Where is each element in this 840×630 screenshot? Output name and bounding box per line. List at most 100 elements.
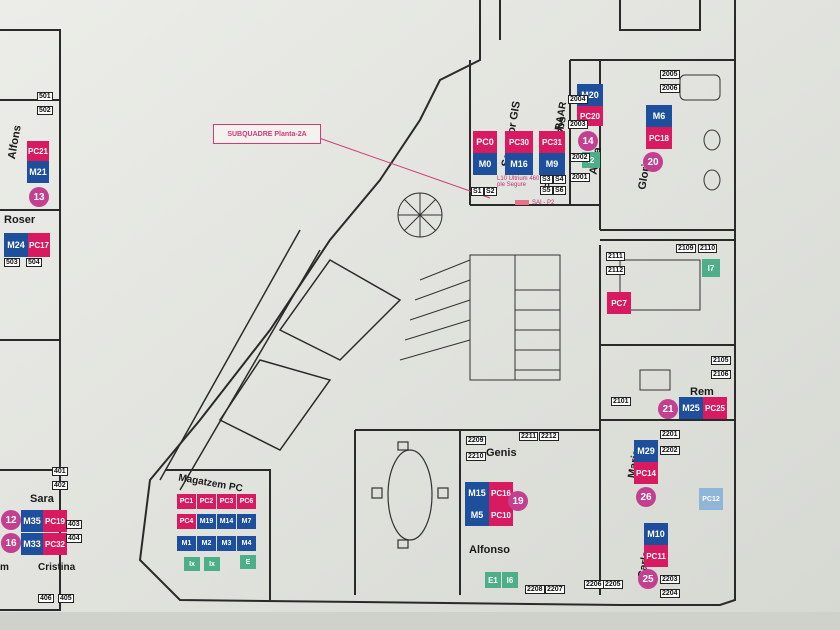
- meeting-table: [371, 441, 449, 549]
- m-tag: M3: [217, 536, 236, 551]
- pc-tag: PC17: [28, 233, 50, 257]
- room-number: 2204: [660, 589, 680, 598]
- m-tag: M19: [197, 514, 216, 529]
- switch-label: S1: [471, 187, 484, 196]
- pc-tag: PC21: [27, 141, 49, 161]
- room-number: 2105: [711, 356, 731, 365]
- switch-label: S5: [540, 186, 553, 195]
- m-tag: M14: [217, 514, 236, 529]
- m-tag: M2: [197, 536, 216, 551]
- room-number: 2211: [519, 432, 539, 441]
- person-label: Roser: [4, 214, 36, 226]
- m-tag: M0: [473, 153, 497, 175]
- room-number: 2101: [611, 397, 631, 406]
- room-number: 2109: [676, 244, 696, 253]
- m-tag: M35: [21, 510, 43, 532]
- pc-tag: PC30: [505, 131, 533, 153]
- m-tag: M1: [177, 536, 196, 551]
- room-number: 503: [4, 258, 20, 267]
- room-number: 2206: [584, 580, 604, 589]
- room-number: 2003: [568, 120, 588, 129]
- pc-tag: PC31: [539, 131, 565, 153]
- room-number: 2112: [606, 266, 626, 275]
- person-label: Alfonso: [469, 544, 510, 556]
- green-tag: Ix: [184, 557, 200, 571]
- pc-tag: PC16: [489, 482, 513, 504]
- pc-tag: PC11: [644, 545, 668, 567]
- m-tag: M9: [539, 153, 565, 175]
- person-label: Cristina: [38, 562, 76, 573]
- seat-circle: 16: [1, 533, 21, 553]
- room-number: 2005: [660, 70, 680, 79]
- pc-tag: PC4: [177, 514, 196, 529]
- room-number: 2203: [660, 575, 680, 584]
- pc-tag: PC0: [473, 131, 497, 153]
- switch-label: S4: [553, 175, 566, 184]
- room-number: 2002: [570, 153, 590, 162]
- room-number: 405: [58, 594, 74, 603]
- m-tag: M29: [634, 440, 658, 462]
- room-number: 402: [52, 481, 68, 490]
- m-tag: M25: [679, 397, 703, 419]
- m-tag: M15: [465, 482, 489, 504]
- m-tag: M16: [505, 153, 533, 175]
- switch-label: S6: [553, 186, 566, 195]
- staircase: [397, 192, 561, 381]
- person-label: Genis: [486, 447, 517, 459]
- room-number: 401: [52, 467, 68, 476]
- room-number: 403: [66, 520, 82, 529]
- m-tag: M7: [237, 514, 256, 529]
- pc-tag: PC14: [634, 462, 658, 484]
- pc-tag: PC19: [43, 510, 67, 532]
- seat-circle: 26: [636, 487, 656, 507]
- room-number: 2205: [603, 580, 623, 589]
- seat-circle: 20: [643, 152, 663, 172]
- room-number: 2207: [545, 585, 565, 594]
- person-label: m: [0, 562, 9, 573]
- tape-label-2: ple Segure: [497, 182, 527, 188]
- pc-tag: PC32: [43, 533, 67, 555]
- room-number: 2110: [698, 244, 718, 253]
- room-number: 2202: [660, 446, 680, 455]
- m-tag: M33: [21, 533, 43, 555]
- person-label: Rem: [690, 386, 714, 398]
- seat-circle: 12: [1, 510, 21, 530]
- pc-tag: PC2: [197, 494, 216, 509]
- seat-circle: 19: [508, 491, 528, 511]
- m-tag: M4: [237, 536, 256, 551]
- pc-tag: PC3: [217, 494, 236, 509]
- seat-circle: 13: [29, 187, 49, 207]
- seat-circle: 21: [658, 399, 678, 419]
- m-tag: M21: [27, 161, 49, 183]
- switch-label: S3: [540, 175, 553, 184]
- pc-tag: PC25: [703, 397, 727, 419]
- m-tag: M24: [4, 233, 28, 257]
- room-number: 2212: [539, 432, 559, 441]
- green-tag: E1: [485, 572, 501, 588]
- tape-label: L10 Ultrium 460 G: [497, 176, 546, 182]
- sai-label: SAI - P2: [532, 200, 555, 206]
- green-tag: I6: [502, 572, 518, 588]
- subquadre-callout: SUBQUADRE Planta-2A: [213, 124, 321, 144]
- pc-tag: PC10: [489, 504, 513, 526]
- room-number: 501: [37, 92, 53, 101]
- m-tag: M5: [465, 504, 489, 526]
- switch-label: S2: [484, 187, 497, 196]
- green-tag: Ix: [204, 557, 220, 571]
- pc-tag: PC1: [177, 494, 196, 509]
- green-tag: I7: [702, 259, 720, 277]
- room-number: 2201: [660, 430, 680, 439]
- room-number: 502: [37, 106, 53, 115]
- room-number: 504: [26, 258, 42, 267]
- room-number: 2210: [466, 452, 486, 461]
- room-number: 2006: [660, 84, 680, 93]
- room-number: 2106: [711, 370, 731, 379]
- pc-tag: PC6: [237, 494, 256, 509]
- room-number: 2004: [568, 95, 588, 104]
- room-number: 2208: [525, 585, 545, 594]
- seat-circle: 14: [578, 131, 598, 151]
- green-tag: E: [240, 555, 256, 569]
- pc-tag: PC18: [646, 127, 672, 149]
